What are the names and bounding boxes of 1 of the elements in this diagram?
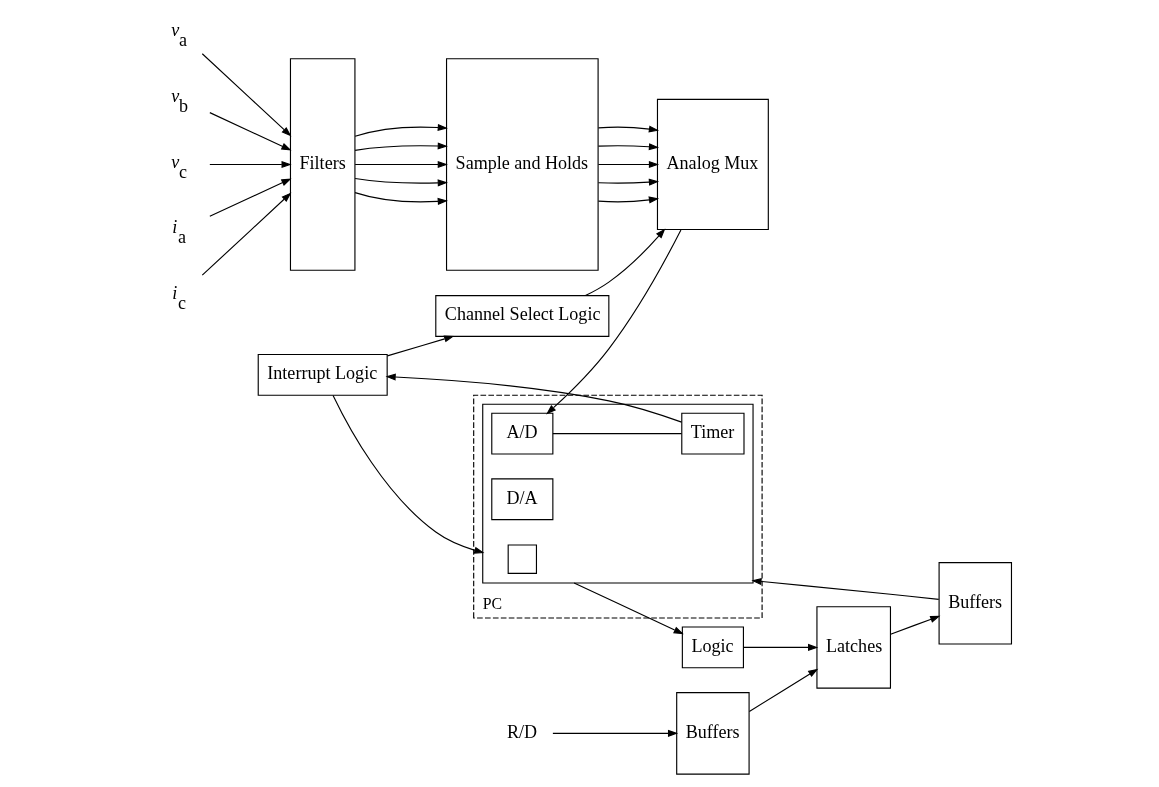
node-text: R/D (506, 721, 537, 742)
